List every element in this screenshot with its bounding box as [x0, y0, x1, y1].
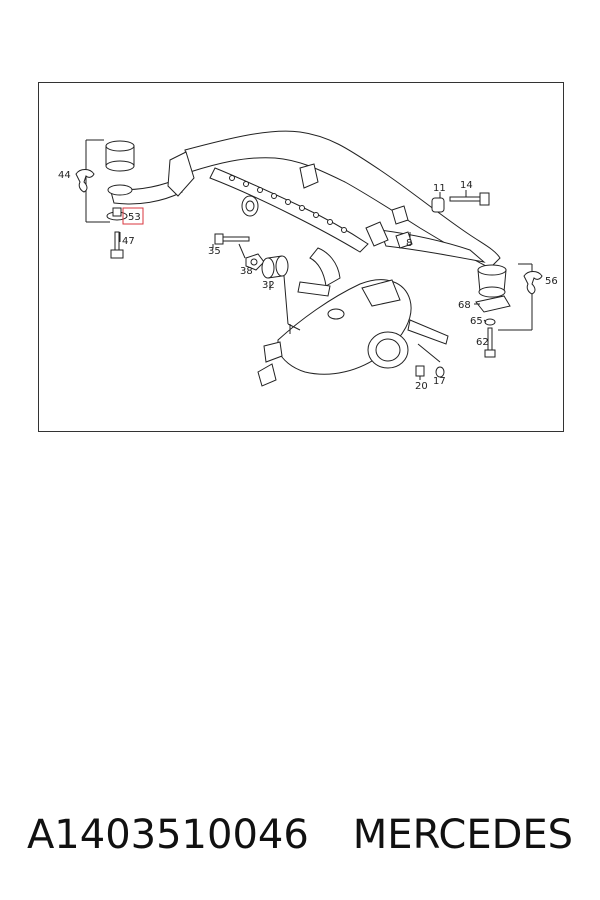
bushing-32	[261, 255, 289, 290]
bushing-11	[431, 197, 445, 213]
subframe-holes	[229, 175, 347, 233]
callout-56: 56	[545, 276, 558, 287]
callout-68: 68	[458, 300, 471, 311]
subframe-bushing-center	[241, 195, 259, 217]
wrench-icon	[523, 271, 543, 295]
callout-65: 65	[470, 316, 483, 327]
plug-20-17	[415, 343, 445, 378]
callout-44: 44	[58, 170, 71, 181]
callout-47: 47	[122, 236, 135, 247]
clip-8	[391, 205, 413, 249]
rear-subframe	[109, 130, 501, 297]
wrench-icon	[75, 169, 95, 193]
callout-20: 20	[415, 381, 428, 392]
bolt-14	[449, 192, 490, 206]
right-mount-assembly	[475, 263, 543, 358]
callout-38: 38	[240, 266, 253, 277]
callout-62: 62	[476, 337, 489, 348]
part-number: A1403510046	[26, 812, 309, 858]
callout-53: 53	[128, 212, 141, 223]
differential-housing	[257, 279, 449, 387]
part-caption: A1403510046 MERCEDES	[10, 800, 590, 870]
callout-14: 14	[460, 180, 473, 191]
nut-38	[245, 253, 265, 271]
callout-11: 11	[433, 183, 446, 194]
brand-name: MERCEDES	[352, 812, 574, 858]
left-mount-assembly	[75, 139, 135, 259]
bolt-35	[212, 233, 250, 248]
callout-8: 8	[406, 238, 412, 249]
callout-32: 32	[262, 280, 275, 291]
callout-35: 35	[208, 246, 221, 257]
highlight-box-53	[122, 207, 144, 225]
callout-17: 17	[433, 376, 446, 387]
leader-lines	[238, 190, 487, 380]
